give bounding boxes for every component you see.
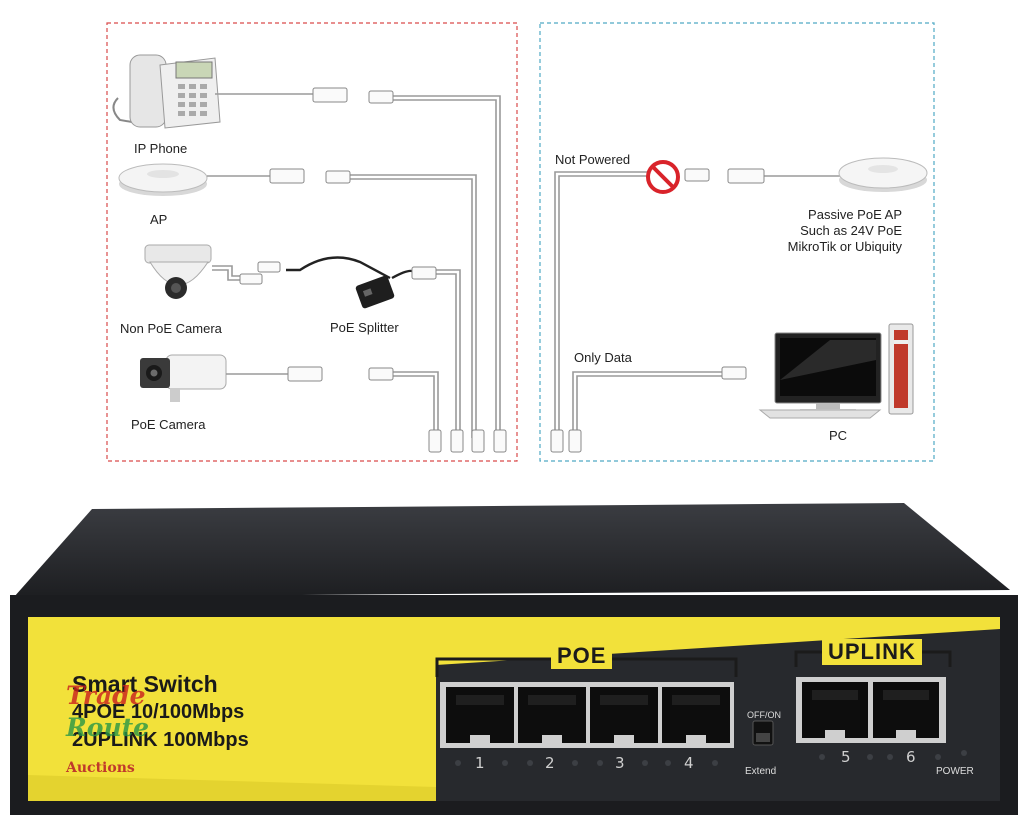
rj45-port-1[interactable]: [446, 687, 514, 743]
poe-splitter-label: PoE Splitter: [330, 320, 399, 335]
only-data-label: Only Data: [574, 350, 632, 365]
poe-switch: POE UPLINK Smart Switch 4POE 10/100Mbps …: [0, 495, 1024, 827]
not-powered-label: Not Powered: [555, 152, 631, 167]
rj45-port-2[interactable]: [518, 687, 586, 743]
right-cables: [554, 171, 840, 438]
poe-camera-label: PoE Camera: [131, 417, 206, 432]
watermark-line-2: Route: [66, 713, 150, 742]
switch-spec-line-1: 4POE 10/100Mbps: [72, 701, 245, 723]
ap-label: AP: [150, 212, 168, 227]
switch-title: Smart Switch: [72, 671, 218, 697]
toggle-label: OFF/ON: [747, 710, 781, 720]
right-panel-border: [539, 22, 935, 462]
rj45-port-4[interactable]: [662, 687, 730, 743]
switch-spec-line-2: 2UPLINK 100Mbps: [72, 729, 249, 751]
extend-label: Extend: [745, 766, 777, 777]
uplink-group-label: UPLINK: [822, 639, 922, 665]
rj45-port-6[interactable]: [873, 682, 939, 738]
rj45-connectors-left: [239, 87, 507, 453]
ip-phone-icon: [112, 54, 221, 129]
left-cables: [207, 93, 501, 438]
poe-ports: [440, 677, 967, 766]
extend-toggle-switch[interactable]: [752, 720, 774, 746]
connection-diagram: [106, 22, 935, 462]
port-number-3: 3: [615, 754, 625, 772]
passive-ap-line-2: Such as 24V PoE: [800, 223, 902, 238]
watermark-line-1: Trade: [66, 681, 146, 710]
port-number-1: 1: [475, 754, 485, 772]
passive-poe-ap-label: Passive PoE AP Such as 24V PoE MikroTik …: [770, 207, 902, 255]
watermark-line-3: Auctions: [66, 760, 135, 776]
dome-camera-icon: [144, 244, 212, 299]
port-number-6: 6: [906, 748, 916, 766]
port-number-2: 2: [545, 754, 555, 772]
non-poe-camera-label: Non PoE Camera: [120, 321, 222, 336]
pc-label: PC: [829, 428, 848, 443]
port-leds: [455, 750, 967, 766]
left-panel-border: [106, 22, 518, 462]
not-powered-icon: [646, 160, 680, 194]
ip-phone-label: IP Phone: [134, 141, 188, 156]
access-point-icon: [118, 163, 208, 196]
port-number-4: 4: [684, 754, 694, 772]
passive-ap-line-1: Passive PoE AP: [808, 207, 902, 222]
rj45-port-5[interactable]: [802, 682, 868, 738]
bullet-camera-icon: [140, 354, 227, 402]
poe-splitter-icon: [286, 256, 415, 309]
pc-icon: [758, 323, 914, 419]
rj45-port-3[interactable]: [590, 687, 658, 743]
poe-group-label: POE: [551, 643, 613, 669]
passive-ap-line-3: MikroTik or Ubiquity: [787, 239, 902, 254]
passive-poe-ap-icon: [838, 157, 928, 192]
port-number-5: 5: [841, 748, 851, 766]
rj45-connectors-right: [550, 168, 765, 453]
power-label: POWER: [936, 766, 974, 777]
